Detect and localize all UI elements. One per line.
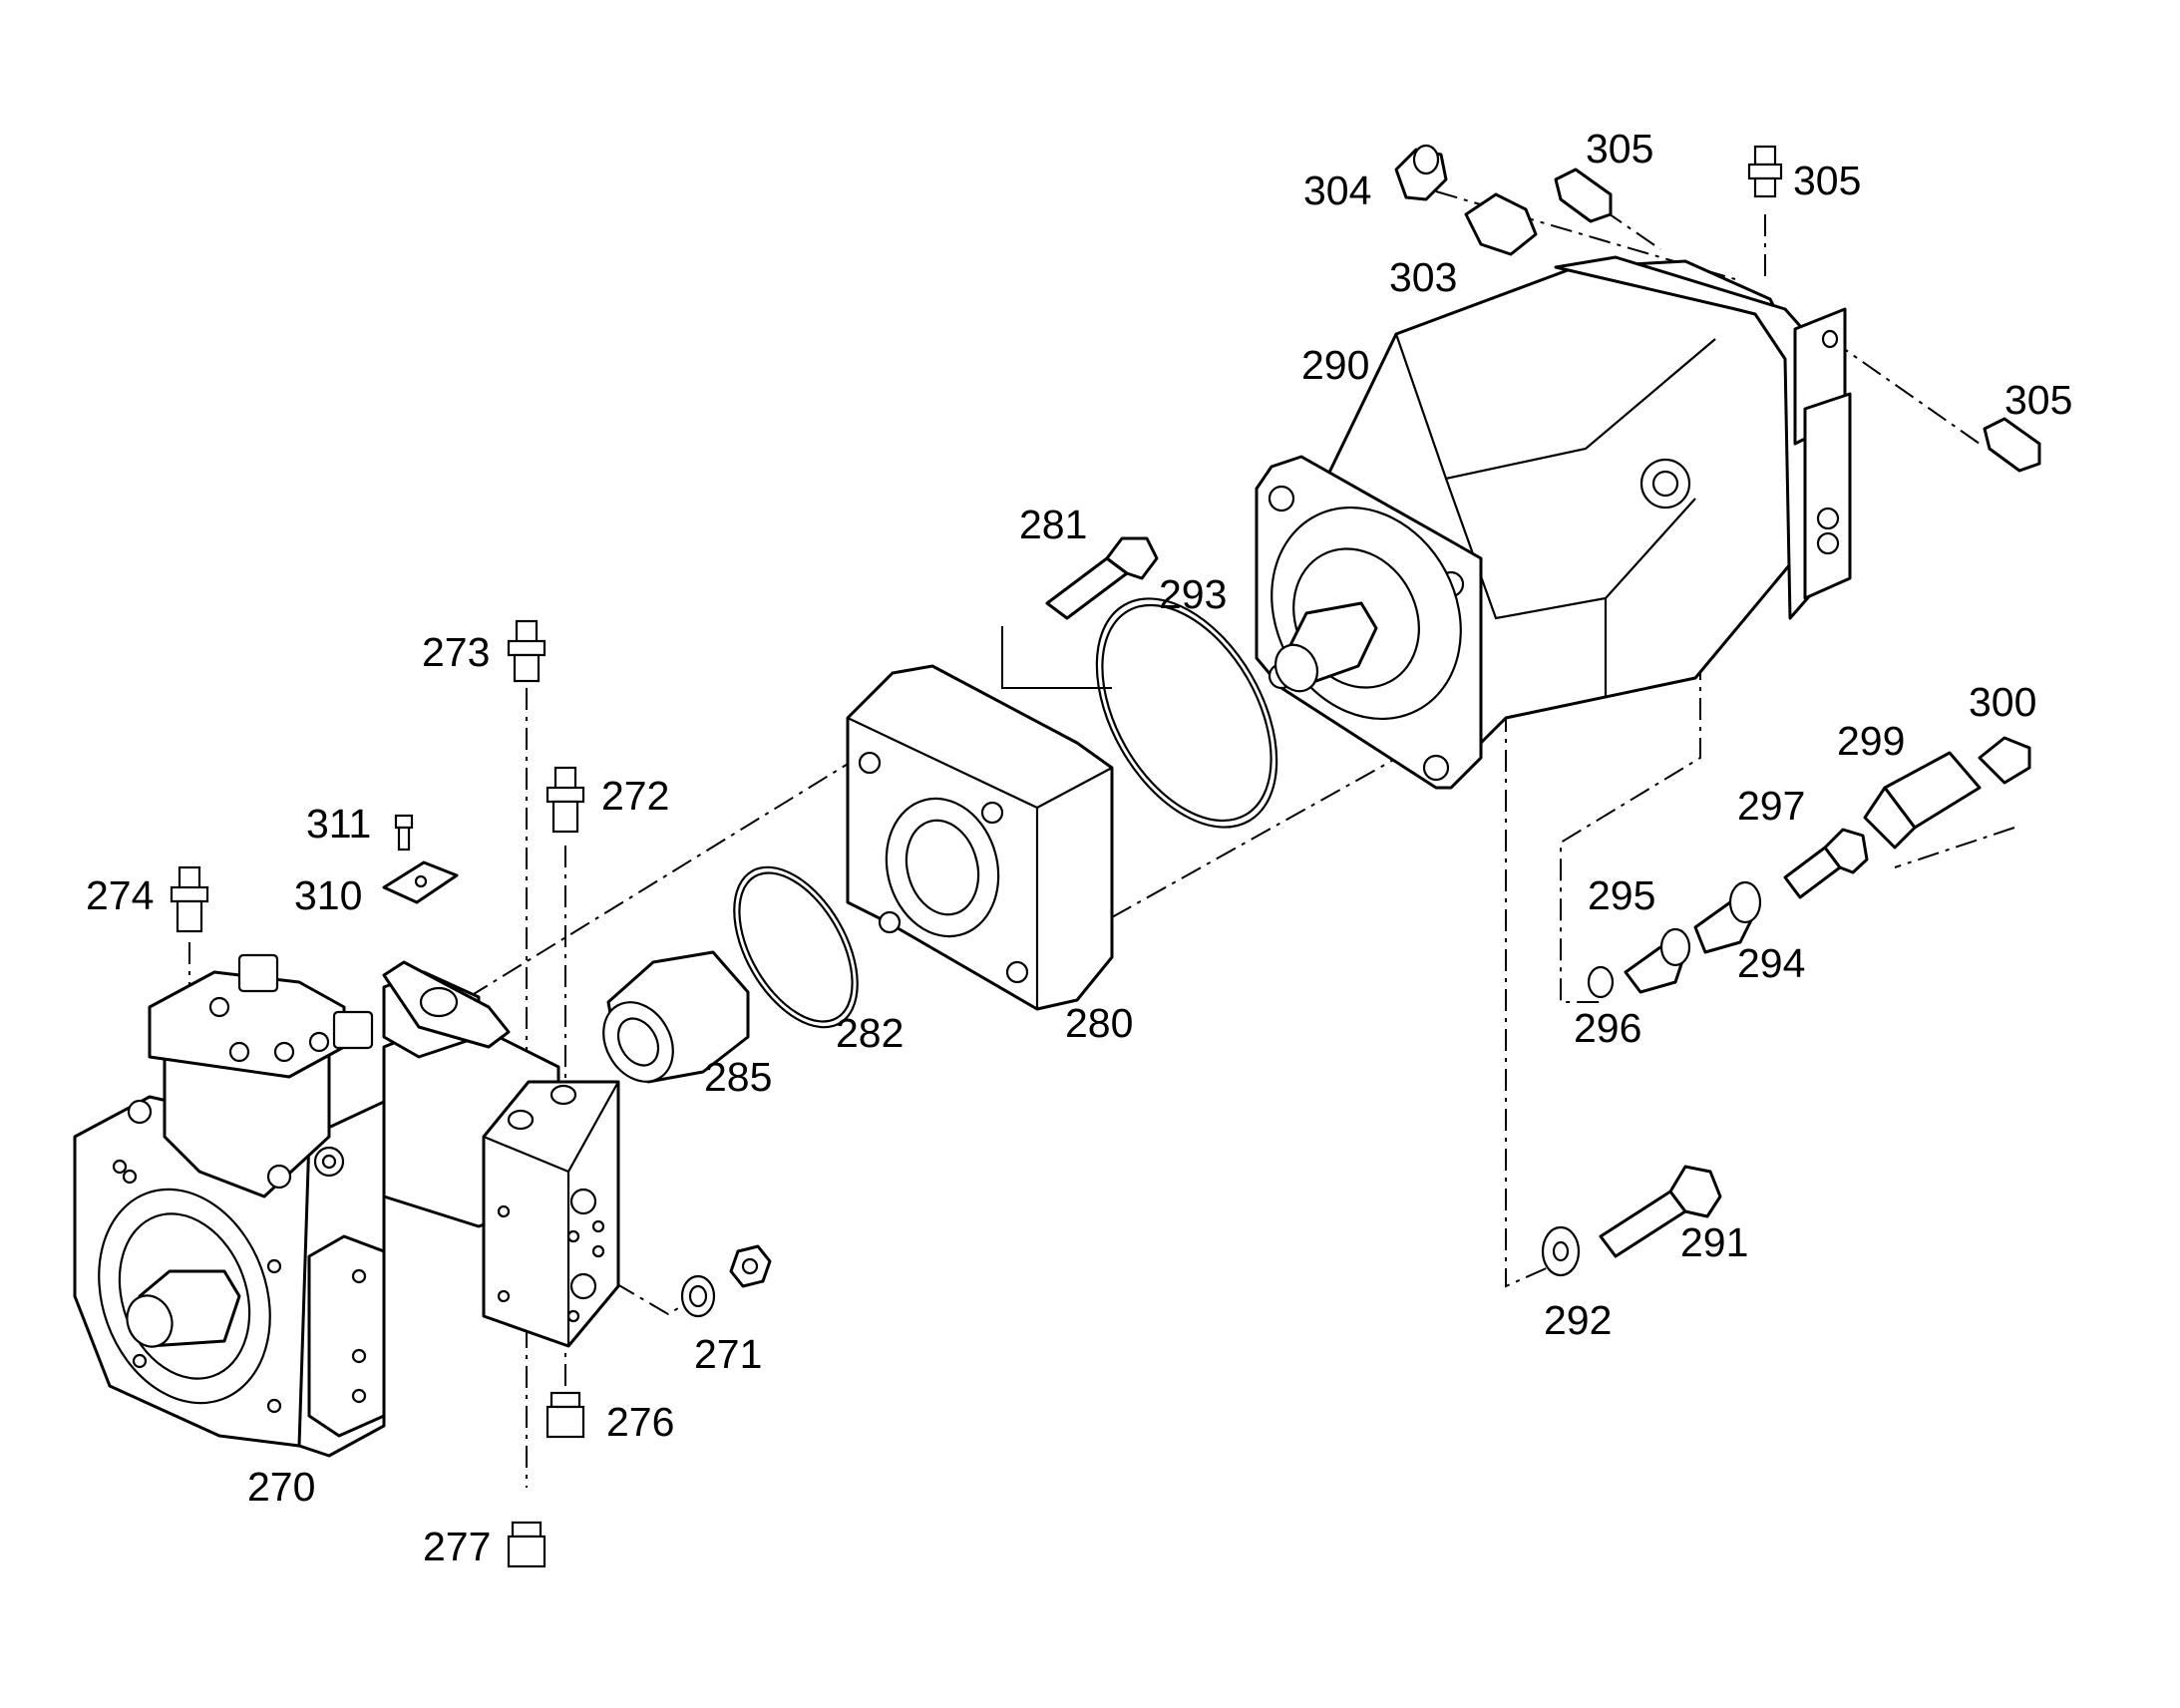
seal-296	[1587, 965, 1615, 999]
fitting-303	[1464, 192, 1538, 256]
callout-296: 296	[1574, 1005, 1641, 1051]
callout-270: 270	[247, 1464, 315, 1510]
callout-282: 282	[836, 1010, 904, 1056]
callout-271: 271	[694, 1331, 762, 1377]
bushing-285	[602, 950, 750, 1084]
callout-304: 304	[1303, 168, 1371, 213]
plug-305-c	[1983, 417, 2041, 473]
screw-311	[394, 814, 414, 852]
motor-housing-290	[1255, 255, 1852, 790]
callout-310: 310	[294, 872, 362, 918]
bolt-281	[1045, 536, 1159, 620]
nut-271	[729, 1244, 772, 1288]
plate-310	[382, 860, 459, 904]
plug-273	[507, 619, 546, 683]
callout-305-c: 305	[2004, 377, 2072, 423]
callout-labels: 270 271 272 273 274 276 277 280 281 282 …	[86, 126, 2072, 1569]
callout-281: 281	[1019, 502, 1087, 547]
o-ring-293	[1095, 597, 1278, 829]
callout-305-a: 305	[1586, 126, 1653, 171]
callout-295: 295	[1588, 872, 1655, 918]
adapter-plate-280	[846, 664, 1114, 1011]
callout-299: 299	[1837, 718, 1905, 764]
callout-291: 291	[1680, 1219, 1748, 1265]
callout-285: 285	[704, 1054, 772, 1100]
callout-303: 303	[1389, 254, 1457, 300]
bolt-291	[1599, 1165, 1722, 1258]
callout-297: 297	[1737, 783, 1805, 829]
callout-305-b: 305	[1793, 158, 1861, 203]
fitting-304	[1394, 144, 1448, 201]
plug-300	[1978, 736, 2031, 785]
washer-292	[1541, 1225, 1581, 1277]
plug-305-b	[1747, 145, 1783, 198]
callout-273: 273	[422, 629, 490, 675]
small-ring	[1821, 329, 1839, 349]
valve-block	[482, 1080, 620, 1348]
callout-276: 276	[606, 1399, 674, 1445]
fitting-295	[1624, 927, 1691, 994]
callout-277: 277	[423, 1524, 491, 1569]
callout-272: 272	[601, 773, 669, 819]
callout-294: 294	[1737, 940, 1805, 986]
callout-274: 274	[86, 872, 154, 918]
fitting-297	[1783, 828, 1869, 899]
sensor-299	[1863, 751, 1982, 850]
plug-274	[170, 865, 209, 933]
callout-290: 290	[1301, 342, 1369, 388]
callout-292: 292	[1544, 1297, 1612, 1343]
plug-276	[545, 1391, 585, 1439]
callout-300: 300	[1969, 679, 2036, 725]
plug-272	[545, 766, 585, 834]
callout-280: 280	[1065, 1000, 1133, 1046]
washer-271	[680, 1274, 716, 1318]
fitting-294	[1693, 880, 1762, 954]
o-ring-282	[733, 865, 859, 1029]
plug-305-a	[1554, 168, 1613, 223]
callout-293: 293	[1159, 571, 1227, 617]
plug-277	[507, 1521, 546, 1568]
callout-311: 311	[306, 801, 371, 847]
